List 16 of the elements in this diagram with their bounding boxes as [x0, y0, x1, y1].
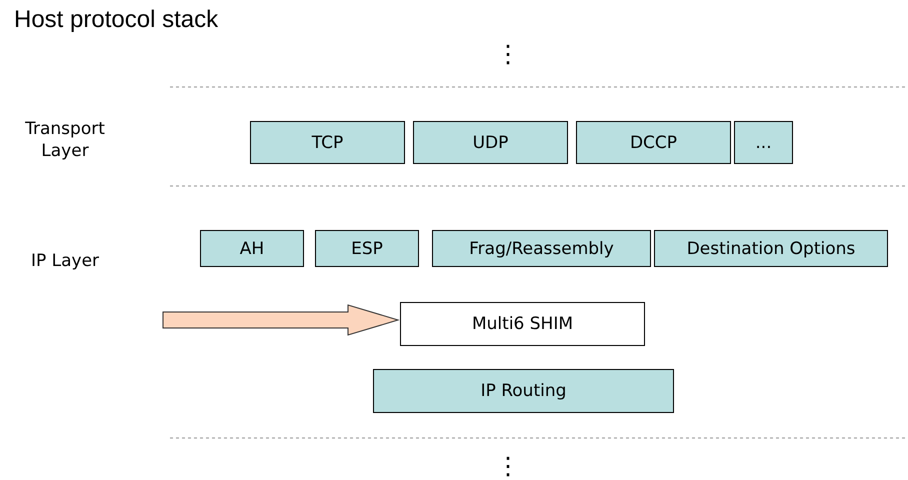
protocol-box: TCP [250, 121, 405, 164]
protocol-box: Destination Options [654, 230, 888, 267]
ellipsis: ⋮ [495, 452, 521, 480]
layer-label: Transport Layer [24, 118, 106, 162]
protocol-box: ... [734, 121, 793, 164]
layer-label: IP Layer [30, 250, 100, 272]
ellipsis: ⋮ [495, 40, 521, 68]
protocol-box: AH [200, 230, 304, 267]
protocol-box: Frag/Reassembly [432, 230, 651, 267]
arrow [162, 304, 400, 336]
protocol-box: DCCP [576, 121, 731, 164]
routing-box: IP Routing [373, 369, 674, 413]
protocol-box: ESP [315, 230, 419, 267]
diagram-title: Host protocol stack [14, 6, 218, 34]
shim-box: Multi6 SHIM [400, 302, 645, 346]
protocol-box: UDP [413, 121, 568, 164]
